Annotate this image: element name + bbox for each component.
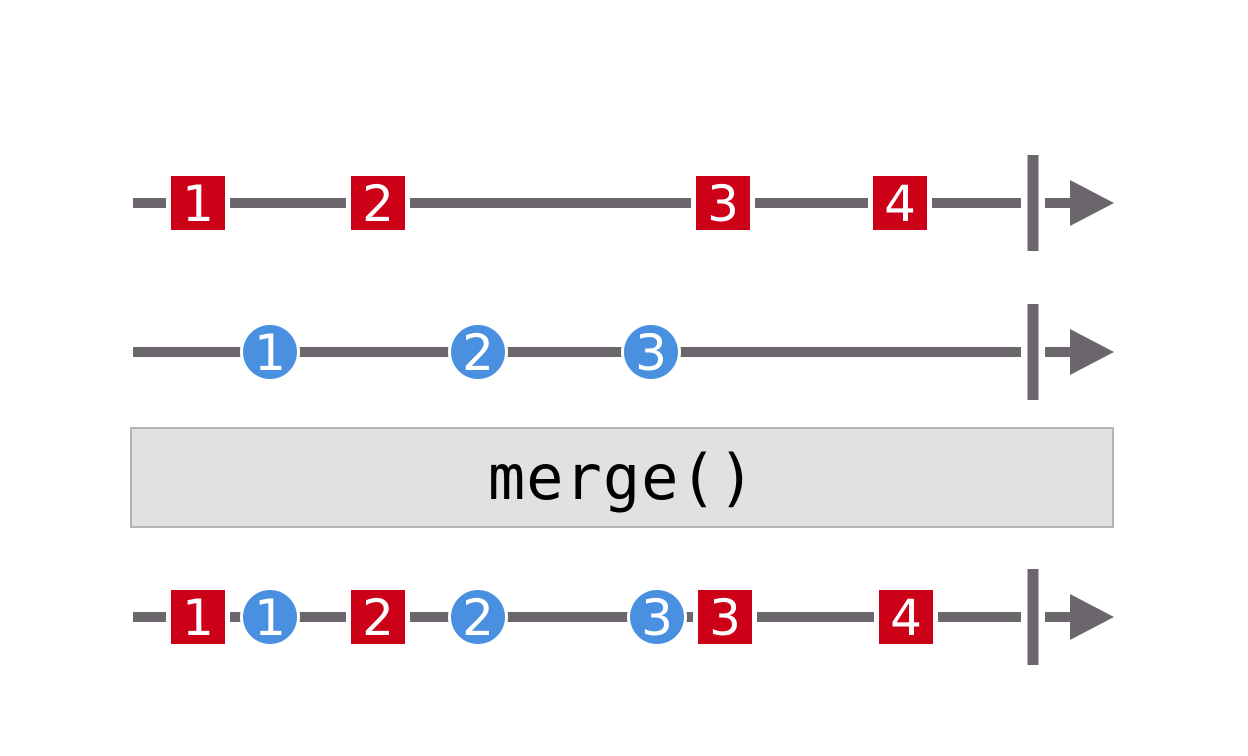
item-label: 2 bbox=[362, 589, 394, 647]
circle-item-2: 2 bbox=[448, 587, 508, 647]
square-item-2: 2 bbox=[346, 171, 410, 235]
square-item-3: 3 bbox=[691, 171, 755, 235]
square-marble bbox=[171, 590, 225, 644]
operator-box: merge() bbox=[130, 427, 1114, 528]
circle-item-1: 1 bbox=[240, 587, 300, 647]
item-label: 3 bbox=[635, 324, 667, 382]
item-label: 3 bbox=[641, 589, 673, 647]
item-label: 2 bbox=[462, 324, 494, 382]
square-item-1: 1 bbox=[166, 585, 230, 649]
arrow-head-icon bbox=[1070, 594, 1114, 640]
square-item-4: 4 bbox=[868, 171, 932, 235]
square-marble bbox=[351, 176, 405, 230]
item-label: 3 bbox=[709, 589, 741, 647]
circle-marble bbox=[243, 590, 297, 644]
circle-item-3: 3 bbox=[621, 322, 681, 382]
item-label: 4 bbox=[884, 175, 916, 233]
item-label: 3 bbox=[707, 175, 739, 233]
item-label: 1 bbox=[182, 589, 214, 647]
operator-label: merge() bbox=[487, 441, 757, 514]
circle-marble bbox=[243, 325, 297, 379]
item-label: 2 bbox=[362, 175, 394, 233]
square-marble bbox=[696, 176, 750, 230]
item-label: 1 bbox=[182, 175, 214, 233]
square-marble bbox=[879, 590, 933, 644]
square-item-3: 3 bbox=[693, 585, 757, 649]
circle-marble bbox=[630, 590, 684, 644]
circle-item-2: 2 bbox=[448, 322, 508, 382]
circle-marble bbox=[451, 590, 505, 644]
square-marble bbox=[351, 590, 405, 644]
arrow-head-icon bbox=[1070, 329, 1114, 375]
square-item-1: 1 bbox=[166, 171, 230, 235]
circle-item-1: 1 bbox=[240, 322, 300, 382]
square-item-4: 4 bbox=[874, 585, 938, 649]
item-label: 1 bbox=[254, 324, 286, 382]
circle-marble bbox=[451, 325, 505, 379]
square-item-2: 2 bbox=[346, 585, 410, 649]
item-label: 1 bbox=[254, 589, 286, 647]
item-label: 4 bbox=[890, 589, 922, 647]
square-marble bbox=[698, 590, 752, 644]
arrow-head-icon bbox=[1070, 180, 1114, 226]
circle-marble bbox=[624, 325, 678, 379]
item-label: 2 bbox=[462, 589, 494, 647]
square-marble bbox=[171, 176, 225, 230]
circle-item-3: 3 bbox=[627, 587, 687, 647]
timeline-source-a bbox=[133, 155, 1114, 251]
square-marble bbox=[873, 176, 927, 230]
